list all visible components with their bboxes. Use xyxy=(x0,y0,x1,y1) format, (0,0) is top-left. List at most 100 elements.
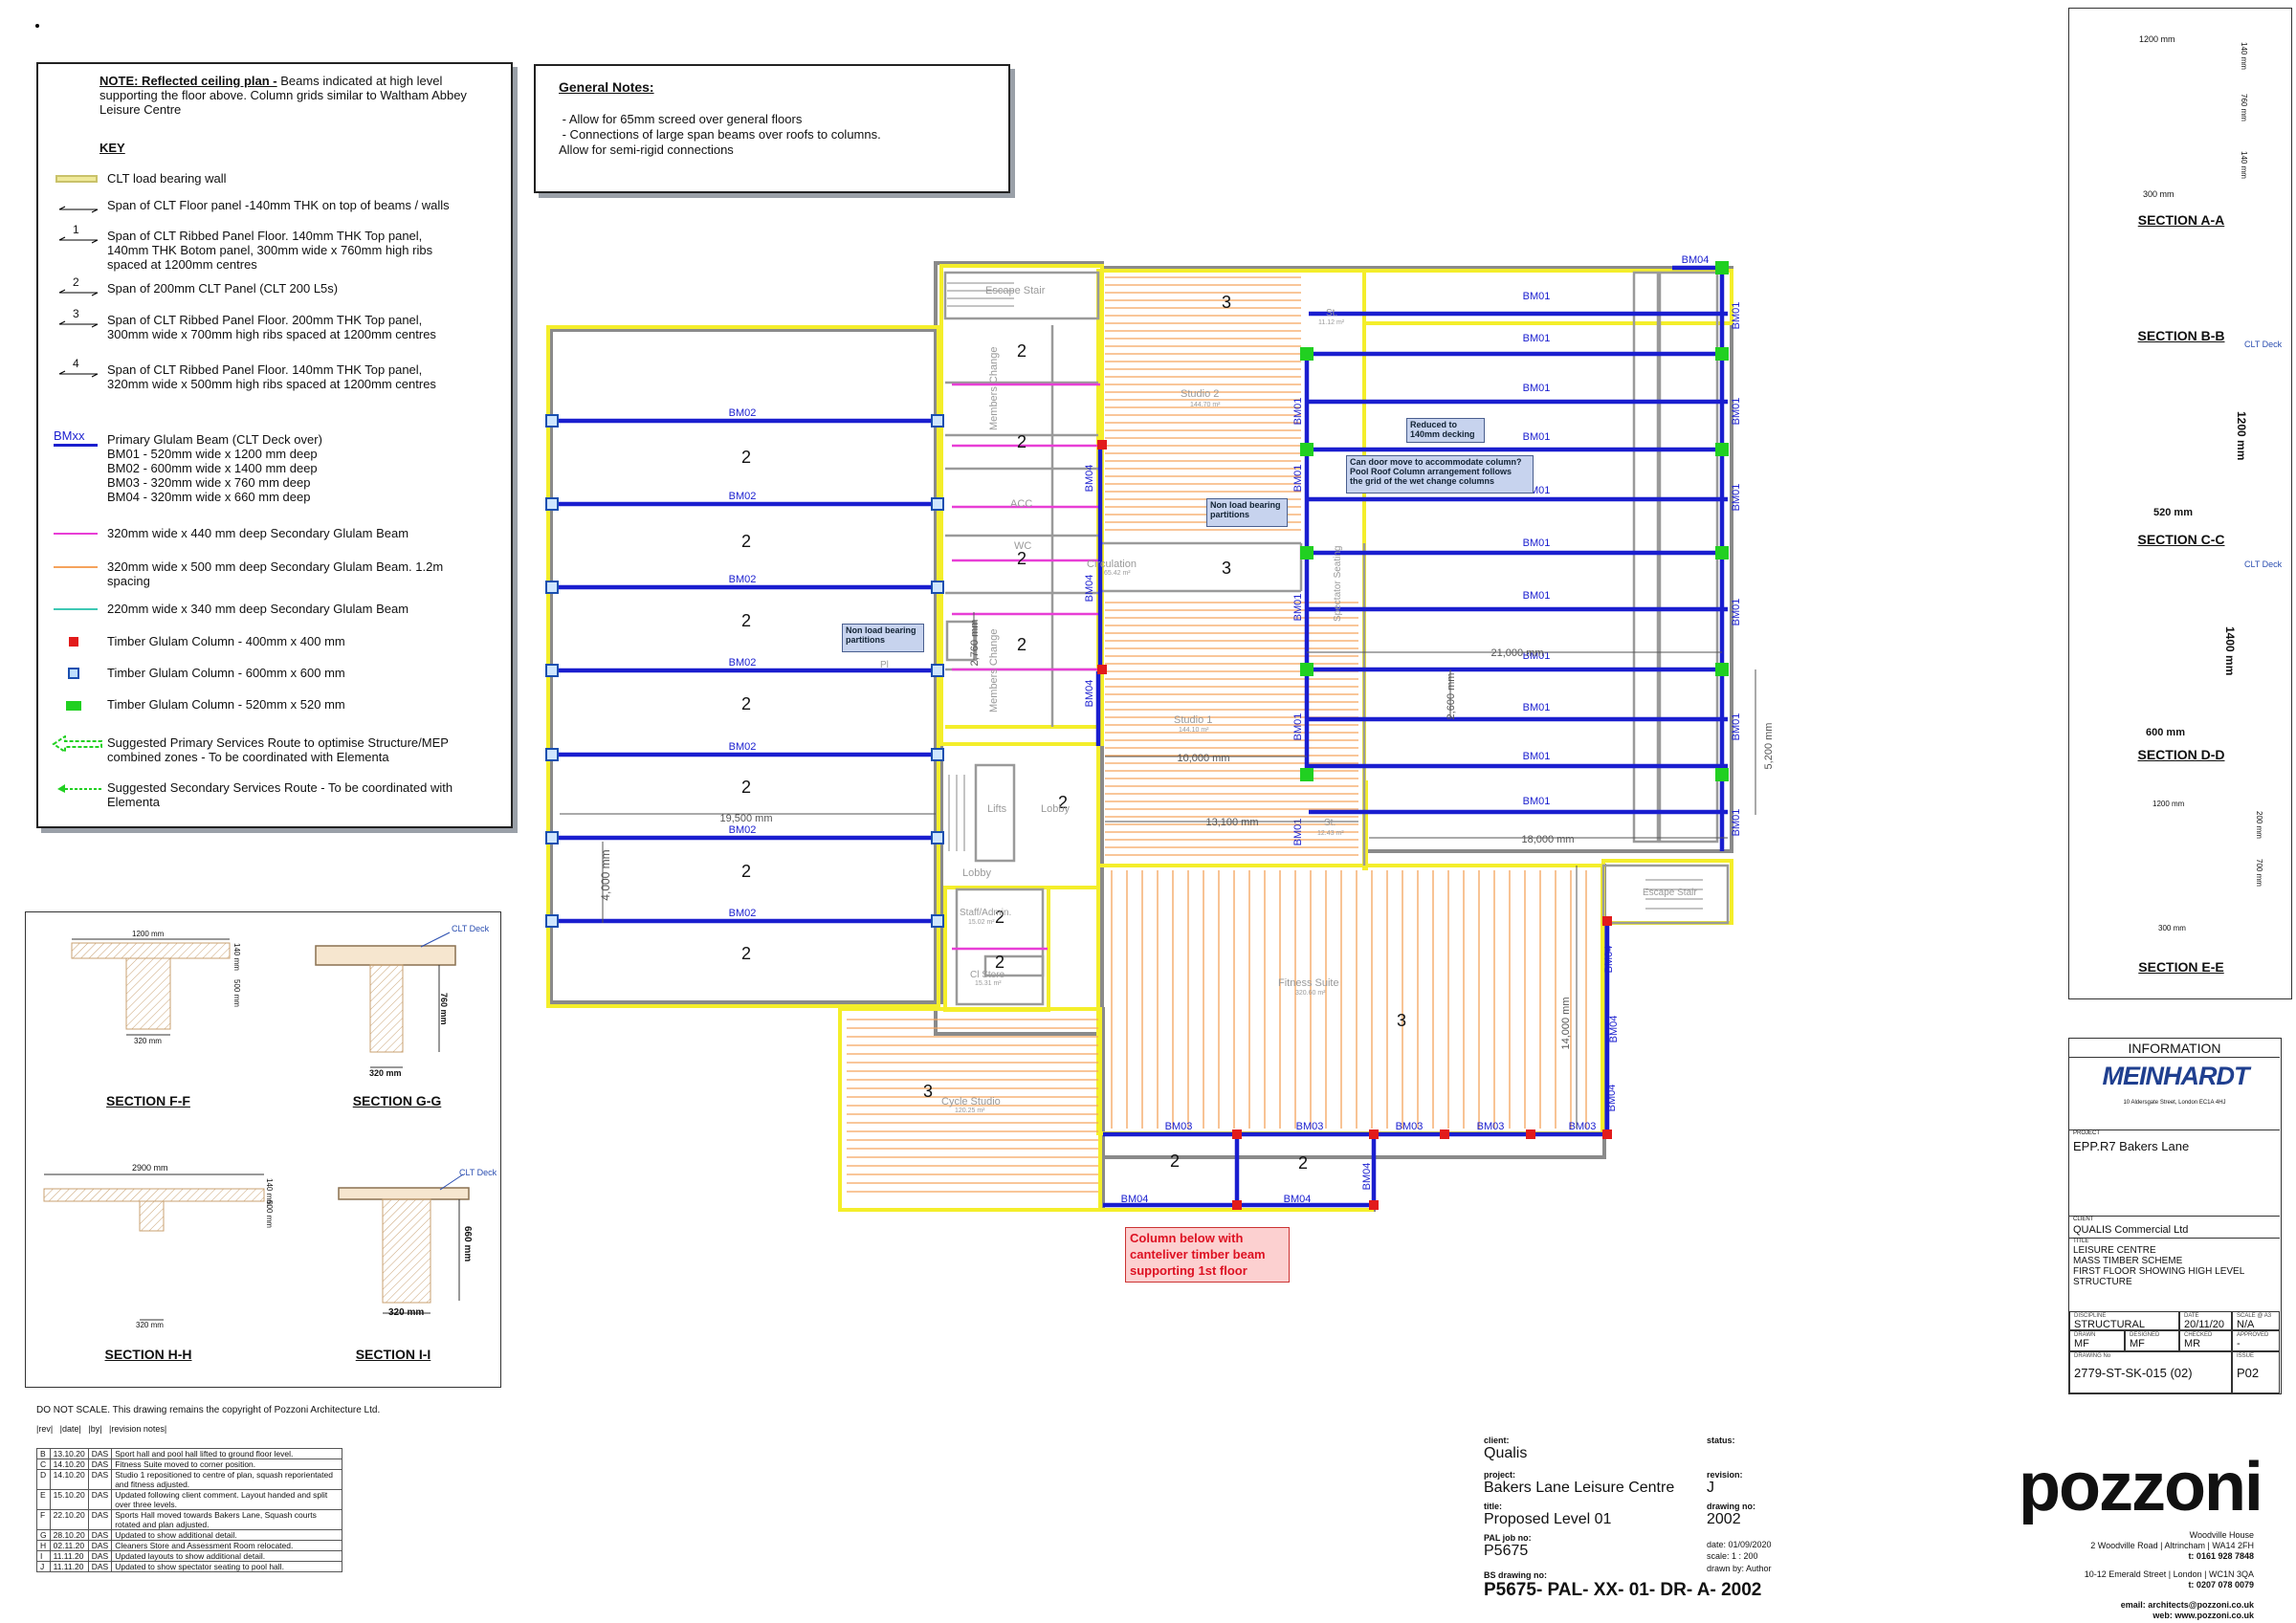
email-link[interactable]: email: architects@pozzoni.co.uk xyxy=(2120,1600,2254,1610)
key-symbol-label: 2 xyxy=(73,275,79,289)
revision-note: Updated layouts to show additional detai… xyxy=(111,1550,342,1562)
span-label: 2 xyxy=(1298,1153,1308,1173)
key-item-text: Span of CLT Ribbed Panel Floor. 140mm TH… xyxy=(107,229,433,272)
checked-value: MR xyxy=(2184,1338,2201,1349)
approved-value: - xyxy=(2237,1338,2241,1349)
section-dimension: 600 mm xyxy=(2146,727,2185,738)
green-column xyxy=(1300,663,1314,676)
beam-label-bm04: BM04 xyxy=(1084,465,1095,493)
key-item-text: Timber Glulam Column - 600mm x 600 mm xyxy=(107,666,345,680)
designed-value: MF xyxy=(2130,1338,2145,1349)
span-label: 2 xyxy=(741,448,751,467)
key-item-magenta-beam: 320mm wide x 440 mm deep Secondary Glula… xyxy=(52,526,408,541)
key-item-text: Span of 200mm CLT Panel (CLT 200 L5s) xyxy=(107,281,339,296)
revision-note: Cleaners Store and Assessment Room reloc… xyxy=(111,1540,342,1551)
span-label: 2 xyxy=(995,908,1004,927)
section-dimension: 1200 mm xyxy=(2152,800,2185,808)
revision-header: |rev| |date| |by| |revision notes| xyxy=(36,1424,167,1434)
span-4-icon: 4 xyxy=(52,357,107,378)
phone-line: t: 0161 928 7848 xyxy=(2188,1551,2254,1561)
orange-beam-icon xyxy=(52,559,107,575)
blue-column xyxy=(931,414,944,428)
key-item-text: Span of CLT Ribbed Panel Floor. 200mm TH… xyxy=(107,313,436,341)
section-dimension: CLT Deck xyxy=(2244,559,2283,569)
project-value: Bakers Lane Leisure Centre xyxy=(1484,1480,1675,1496)
pozzoni-address: Woodville House 2 Woodville Road | Altri… xyxy=(2028,1530,2254,1621)
door-move-callout: Can door move to accommodate column? Poo… xyxy=(1346,455,1534,493)
key-symbol-label: BMxx xyxy=(54,428,85,443)
beam-label-bm01: BM01 xyxy=(1523,383,1551,394)
beam-label-bm01: BM01 xyxy=(1731,398,1742,426)
revision-note: Sports Hall moved towards Bakers Lane, S… xyxy=(111,1509,342,1530)
scale-label: SCALE @ A3 xyxy=(2237,1313,2272,1319)
dimension-label: 14,000 mm xyxy=(1560,997,1572,1049)
section-dimension: 760 mm xyxy=(2240,94,2248,121)
revision-letter: B xyxy=(36,1448,51,1459)
approved-label: APPROVED xyxy=(2237,1332,2269,1338)
span-label: 2 xyxy=(741,611,751,630)
revision-by: DAS xyxy=(87,1509,113,1530)
green-column xyxy=(1715,261,1729,274)
section-dimension: 320 mm xyxy=(134,1037,162,1045)
beam-label-bm01: BM01 xyxy=(1292,594,1304,622)
date-label: DATE xyxy=(2184,1313,2199,1319)
beam-label-bm04: BM04 xyxy=(1121,1194,1149,1205)
meinhardt-address: 10 Aldersgate Street, London EC1A 4HJ xyxy=(2123,1100,2226,1106)
revision-letter: G xyxy=(36,1529,51,1541)
dimension-label: 21,000 mm xyxy=(1490,647,1543,659)
dimension-label: 10,000 mm xyxy=(1177,753,1229,764)
beam-label-bm04: BM04 xyxy=(1682,254,1710,266)
span-label: 2 xyxy=(741,532,751,551)
phone-line: t: 0207 078 0079 xyxy=(2188,1580,2254,1590)
client-value: QUALIS Commercial Ltd xyxy=(2073,1224,2189,1236)
section-line xyxy=(439,1173,464,1191)
section-b-title: SECTION B-B xyxy=(2137,328,2225,343)
information-heading: INFORMATION xyxy=(2069,1039,2280,1058)
section-dimension: 500 mm xyxy=(232,979,241,1007)
red-column xyxy=(1602,916,1612,926)
meinhardt-wordmark: MEINHARDT xyxy=(2102,1062,2250,1090)
span-label: 2 xyxy=(1017,635,1027,654)
span-label: 2 xyxy=(1170,1151,1180,1171)
key-item-text: Suggested Primary Services Route to opti… xyxy=(107,735,449,764)
beam-label-bm01: BM01 xyxy=(1292,465,1304,493)
green-column xyxy=(1715,663,1729,676)
section-dimension: 200 mm xyxy=(2255,811,2263,839)
section-dimension: 1200 mm xyxy=(2235,411,2248,461)
beam-label-bm01: BM01 xyxy=(1523,333,1551,344)
dimension-label: 19,500 mm xyxy=(719,813,772,824)
section-dimension: 140 mm xyxy=(2240,151,2248,179)
clt-deck xyxy=(338,1187,470,1200)
key-item-red-col: Timber Glulam Column - 400mm x 400 mm xyxy=(52,634,345,649)
revision-date: 14.10.20 xyxy=(49,1469,89,1490)
beam-label-bm03: BM03 xyxy=(1477,1121,1505,1132)
title-value: Proposed Level 01 xyxy=(1484,1511,1612,1527)
section-line xyxy=(420,932,451,948)
reduced-decking-callout: Reduced to 140mm decking xyxy=(1406,418,1485,443)
key-item-text: CLT load bearing wall xyxy=(107,171,227,186)
clt-deck xyxy=(315,945,456,966)
beam-label-bm04: BM04 xyxy=(1284,1194,1312,1205)
web-link[interactable]: web: www.pozzoni.co.uk xyxy=(2152,1611,2254,1620)
blue-column xyxy=(545,664,559,677)
beam-label-bm03: BM03 xyxy=(1396,1121,1424,1132)
red-column xyxy=(1369,1130,1379,1139)
red-column xyxy=(1369,1200,1379,1210)
red-column xyxy=(1097,440,1107,450)
corner-dot xyxy=(35,24,39,28)
scale-line: scale: 1 : 200 xyxy=(1707,1551,1758,1561)
span-label: 3 xyxy=(1222,559,1231,578)
key-item-teal-beam: 220mm wide x 340 mm deep Secondary Glula… xyxy=(52,602,408,617)
span-arrow-icon xyxy=(52,198,107,213)
